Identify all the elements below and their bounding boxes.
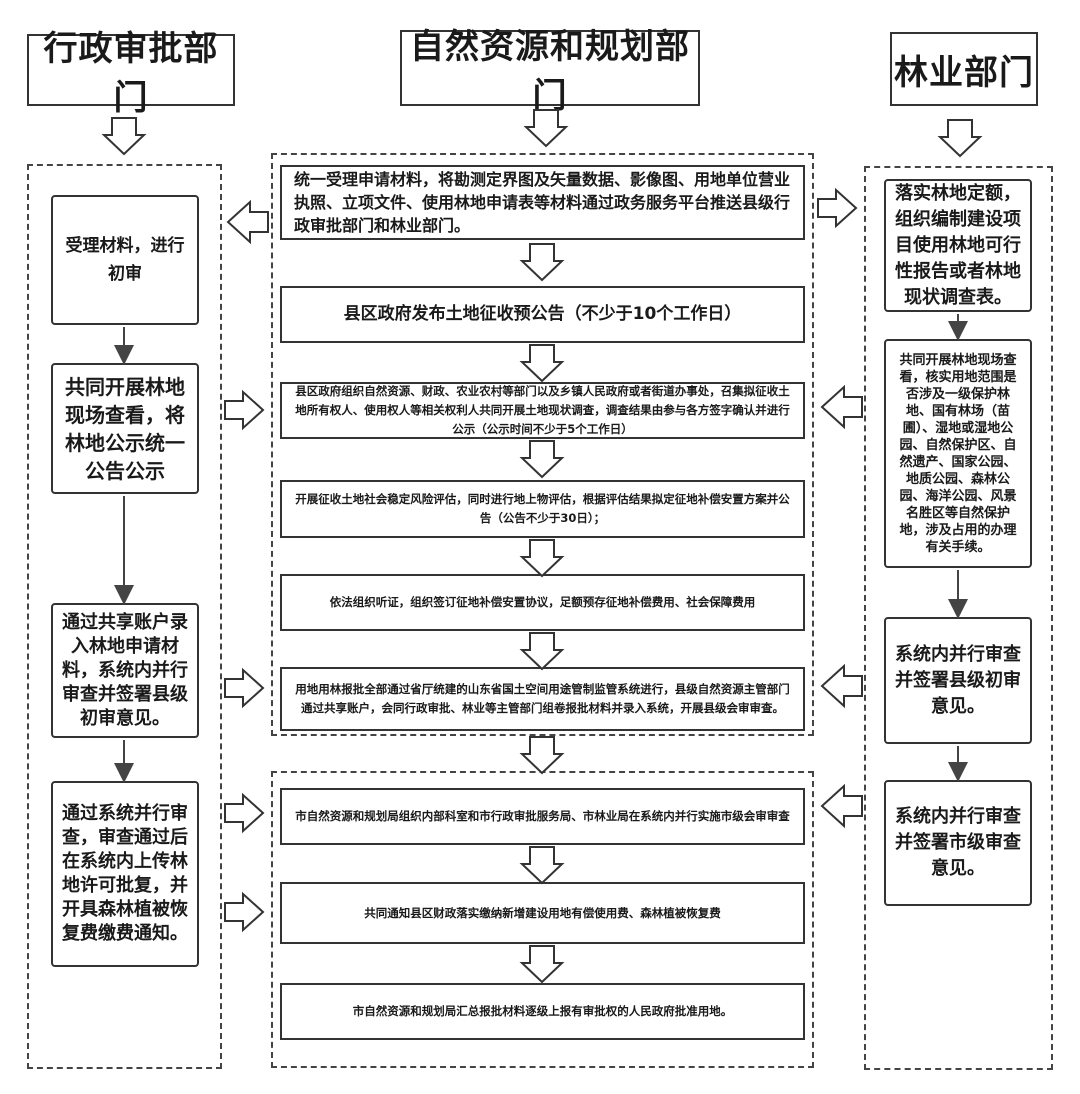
down-arrow-forestry-header (937, 119, 983, 158)
right-arrow-to-forestry-step-1 (817, 187, 858, 229)
left-arrow-forestry-step-4-to-center (820, 783, 863, 829)
natural-step-3: 县区政府组织自然资源、财政、农业农村等部门以及乡镇人民政府或者街道办事处，召集拟… (280, 382, 805, 439)
right-arrow-admin-step-4-to-center-a (224, 792, 265, 834)
admin-step-3: 通过共享账户录入林地申请材料，系统内并行审查并签署县级初审意见。 (51, 603, 199, 738)
left-arrow-forestry-step-3-to-center (820, 663, 863, 709)
header-admin-department: 行政审批部门 (27, 29, 235, 118)
right-arrow-admin-step-3-to-center (224, 667, 265, 709)
natural-step-5: 依法组织听证，组织签订征地补偿安置协议，足额预存征地补偿费用、社会保障费用 (280, 574, 805, 631)
right-arrow-admin-step-2-to-center (224, 389, 265, 431)
natural-step-6: 用地用林报批全部通过省厅统建的山东省国土空间用途管制监管系统进行，县级自然资源主… (280, 667, 805, 731)
admin-column-group (27, 164, 222, 1069)
down-arrow-admin-header (101, 117, 147, 156)
forestry-step-2: 共同开展林地现场查看，核实用地范围是否涉及一级保护林地、国有林场（苗圃）、湿地或… (884, 339, 1032, 568)
natural-step-7: 市自然资源和规划局组织内部科室和市行政审批服务局、市林业局在系统内并行实施市级会… (280, 788, 805, 845)
left-arrow-to-admin-step-1 (226, 199, 269, 245)
natural-step-2: 县区政府发布土地征收预公告（不少于10个工作日） (280, 286, 805, 343)
left-arrow-forestry-step-2-to-center (820, 384, 863, 430)
forestry-step-4: 系统内并行审查并签署市级审查意见。 (884, 780, 1032, 906)
county-stage-group (271, 153, 814, 736)
natural-step-1: 统一受理申请材料，将勘测定界图及矢量数据、影像图、用地单位营业执照、立项文件、使… (280, 165, 805, 240)
down-arrow-center-6 (519, 736, 565, 775)
natural-step-9: 市自然资源和规划局汇总报批材料逐级上报有审批权的人民政府批准用地。 (280, 983, 805, 1040)
forestry-step-1: 落实林地定额，组织编制建设项目使用林地可行性报告或者林地现状调查表。 (884, 179, 1032, 312)
header-forestry-department: 林业部门 (890, 32, 1038, 106)
natural-step-4: 开展征收土地社会稳定风险评估，同时进行地上物评估，根据评估结果拟定征地补偿安置方… (280, 480, 805, 538)
natural-step-8: 共同通知县区财政落实缴纳新增建设用地有偿使用费、森林植被恢复费 (280, 882, 805, 944)
admin-step-2: 共同开展林地现场查看，将林地公示统一公告公示 (51, 363, 199, 494)
header-natural-resources-department: 自然资源和规划部门 (400, 27, 700, 116)
admin-step-1: 受理材料，进行初审 (51, 195, 199, 325)
forestry-column-group (864, 166, 1053, 1070)
forestry-step-3: 系统内并行审查并签署县级初审意见。 (884, 617, 1032, 744)
admin-step-4: 通过系统并行审查，审查通过后在系统内上传林地许可批复，并开具森林植被恢复费缴费通… (51, 781, 199, 967)
right-arrow-admin-step-4-to-center-b (224, 891, 265, 933)
